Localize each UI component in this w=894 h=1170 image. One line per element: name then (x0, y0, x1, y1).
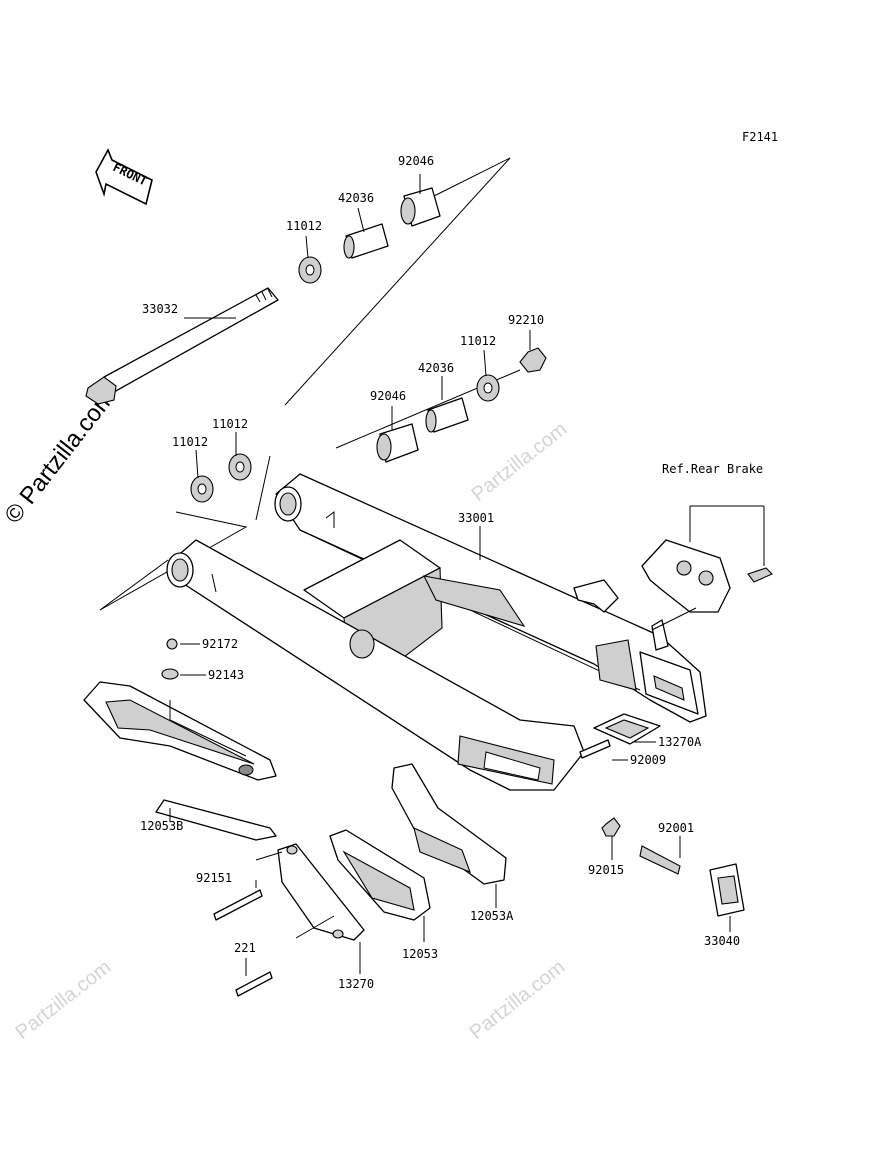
watermark-faint-1: Partzilla.com (468, 418, 572, 506)
label-92046-top: 92046 (398, 154, 434, 168)
label-92210: 92210 (508, 313, 544, 327)
swingarm-33001 (166, 473, 707, 791)
label-ref-rear-brake: Ref.Rear Brake (662, 462, 763, 476)
brake-bracket (641, 505, 773, 631)
label-92001: 92001 (658, 821, 694, 835)
fasteners-left (161, 638, 273, 997)
label-33032: 33032 (142, 302, 178, 316)
bearing-group-mid (376, 347, 547, 463)
fasteners-right (579, 713, 745, 917)
label-33040: 33040 (704, 934, 740, 948)
label-13270: 13270 (338, 977, 374, 991)
label-221: 221 (234, 941, 256, 955)
label-92009: 92009 (630, 753, 666, 767)
label-92143: 92143 (208, 668, 244, 682)
label-13270a: 13270A (658, 735, 702, 749)
watermark-faint-3: Partzilla.com (466, 956, 570, 1044)
label-33001: 33001 (458, 511, 494, 525)
bearing-group-top (298, 187, 441, 284)
diagram-code: F2141 (742, 130, 778, 144)
axle-33032 (85, 287, 279, 405)
chain-guide-12053b (83, 681, 277, 841)
label-11012-mid: 11012 (460, 334, 496, 348)
label-12053b: 12053B (140, 819, 183, 833)
watermark-faint-2: Partzilla.com (12, 956, 116, 1044)
label-11012-left-b: 11012 (172, 435, 208, 449)
label-42036-top: 42036 (338, 191, 374, 205)
leader-lines (169, 174, 731, 976)
label-11012-top: 11012 (286, 219, 322, 233)
label-12053: 12053 (402, 947, 438, 961)
label-92046-mid: 92046 (370, 389, 406, 403)
label-11012-left-a: 11012 (212, 417, 248, 431)
label-92151: 92151 (196, 871, 232, 885)
label-92172: 92172 (202, 637, 238, 651)
collars-left (190, 453, 252, 503)
label-12053a: 12053A (470, 909, 514, 923)
label-42036-mid: 42036 (418, 361, 454, 375)
chain-guides-right (255, 763, 507, 941)
front-arrow: FRONT (95, 148, 153, 206)
watermark-main: © Partzilla.com (0, 385, 120, 529)
part-labels: 92046 42036 11012 33032 92210 11012 4203… (140, 154, 763, 991)
label-92015: 92015 (588, 863, 624, 877)
